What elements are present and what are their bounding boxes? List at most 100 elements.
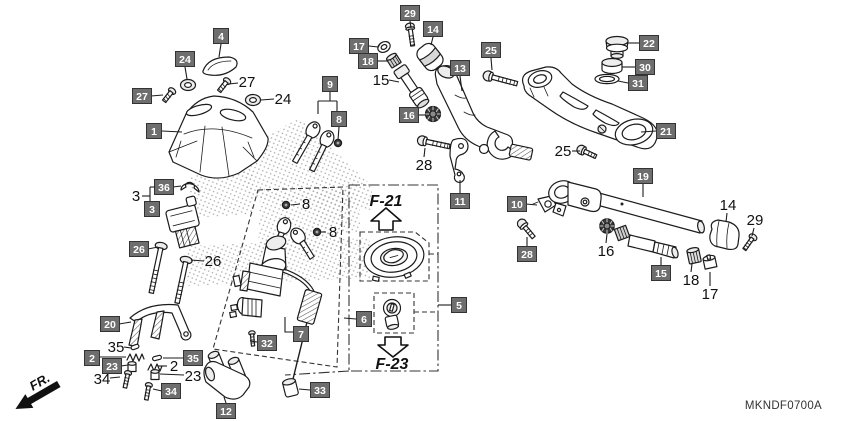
callout-16-box[interactable]: 16	[399, 107, 426, 123]
callout-8-box[interactable]: 8	[331, 111, 347, 141]
callout-11-box[interactable]: 11	[450, 180, 470, 209]
svg-text:6: 6	[361, 314, 367, 326]
callout-9-box[interactable]: 9	[317, 76, 338, 115]
callout-18-plain[interactable]: 18	[683, 263, 700, 289]
callout-34-plain[interactable]: 34	[94, 371, 121, 388]
callout-24-plain[interactable]: 24	[260, 91, 291, 108]
svg-text:23: 23	[106, 361, 118, 373]
leader-line	[343, 317, 357, 320]
svg-text:15: 15	[373, 72, 390, 89]
svg-text:10: 10	[511, 199, 523, 211]
callout-25-plain[interactable]: 25	[555, 143, 580, 160]
svg-text:17: 17	[702, 286, 719, 303]
fig-ref-f23-label: F-23	[376, 356, 409, 373]
part-16-nut-top	[424, 105, 442, 123]
fig-ref-f21[interactable]: F-21	[370, 193, 403, 231]
leader-line	[525, 203, 538, 206]
svg-text:24: 24	[179, 54, 191, 66]
part-seat-lock-barrel	[382, 298, 402, 330]
svg-text:16: 16	[403, 110, 415, 122]
callout-17-box[interactable]: 17	[349, 38, 379, 54]
callout-26-plain[interactable]: 26	[190, 253, 221, 270]
callout-6-box[interactable]: 6	[343, 311, 372, 327]
callout-14-plain[interactable]: 14	[720, 197, 737, 223]
callout-8-plain[interactable]: 8	[290, 196, 310, 213]
leader-line	[337, 126, 340, 141]
leader-line	[161, 130, 183, 133]
part-key-d	[290, 227, 315, 260]
leader-line	[430, 36, 434, 46]
part-8-grommets	[281, 138, 343, 237]
callout-25-box[interactable]: 25	[481, 42, 501, 71]
part-16-nut-right	[599, 218, 615, 234]
callout-12-box[interactable]: 12	[216, 396, 236, 419]
callout-27-plain[interactable]: 27	[228, 74, 255, 91]
down-arrow-icon	[377, 336, 409, 358]
part-art	[122, 22, 758, 401]
callout-33-box[interactable]: 33	[298, 382, 330, 398]
callout-23-plain[interactable]: 23	[159, 368, 202, 385]
callout-15-plain[interactable]: 15	[373, 72, 400, 89]
part-fuel-cap	[363, 236, 425, 282]
callout-1-box[interactable]: 1	[146, 123, 183, 139]
callout-35-box[interactable]: 35	[163, 350, 203, 366]
callout-32-box[interactable]: 32	[249, 335, 277, 351]
callout-14-box[interactable]: 14	[423, 21, 443, 46]
callout-24-box[interactable]: 24	[175, 51, 195, 80]
callout-3-box[interactable]: 3	[144, 201, 160, 217]
callout-34-box[interactable]: 34	[152, 383, 181, 399]
callout-15-box[interactable]: 15	[651, 257, 671, 281]
leader-line	[159, 373, 185, 376]
callout-4-box[interactable]: 4	[213, 28, 229, 58]
callout-10-box[interactable]: 10	[507, 196, 538, 212]
leader-line	[284, 317, 294, 333]
svg-text:23: 23	[185, 368, 202, 385]
part-36-clamp	[180, 181, 200, 193]
front-marker: FR.	[15, 370, 61, 409]
callout-22-box[interactable]: 22	[628, 35, 659, 51]
svg-text:34: 34	[165, 386, 177, 398]
callout-27-box[interactable]: 27	[132, 88, 164, 104]
callout-31-box[interactable]: 31	[617, 75, 648, 91]
svg-text:17: 17	[353, 41, 365, 53]
leader-line	[751, 227, 755, 237]
callout-20-box[interactable]: 20	[100, 316, 132, 332]
svg-text:28: 28	[521, 249, 533, 261]
callout-2-plain[interactable]: 2	[158, 358, 178, 375]
callout-13-box[interactable]: 13	[450, 60, 470, 92]
svg-text:16: 16	[598, 243, 615, 260]
svg-text:8: 8	[329, 224, 337, 241]
callout-30-box[interactable]: 30	[622, 59, 655, 75]
callout-28-box[interactable]: 28	[517, 237, 537, 262]
callout-28-plain[interactable]: 28	[416, 147, 433, 174]
callout-29-box[interactable]: 29	[400, 5, 420, 29]
callout-36-box[interactable]: 36	[154, 179, 182, 195]
callout-17-plain[interactable]: 17	[702, 272, 719, 303]
callout-26-box[interactable]: 26	[129, 241, 159, 257]
callout-23-box[interactable]: 23	[102, 358, 129, 374]
svg-text:3: 3	[149, 204, 155, 216]
callout-7-box[interactable]: 7	[284, 317, 309, 342]
callout-21-box[interactable]: 21	[640, 123, 676, 139]
leader-line	[617, 80, 629, 84]
part-14-weight-right	[709, 219, 740, 251]
callout-35-plain[interactable]: 35	[108, 339, 132, 356]
fr-arrow-icon	[15, 380, 61, 409]
svg-text:30: 30	[639, 62, 651, 74]
callout-2-box[interactable]: 2	[84, 350, 127, 366]
callout-19-box[interactable]: 19	[633, 168, 653, 198]
svg-text:18: 18	[683, 272, 700, 289]
callout-16-plain[interactable]: 16	[598, 233, 615, 260]
callout-29-plain[interactable]: 29	[747, 212, 764, 237]
svg-text:4: 4	[218, 31, 224, 43]
callout-8-plain[interactable]: 8	[321, 224, 337, 241]
callout-18-box[interactable]: 18	[358, 53, 389, 69]
svg-text:12: 12	[220, 406, 232, 418]
callout-5-box[interactable]: 5	[438, 297, 467, 313]
fig-ref-f23[interactable]: F-23	[376, 336, 409, 373]
leader-line	[228, 82, 239, 85]
leader-line	[459, 75, 463, 92]
part-23-collar-a	[127, 361, 137, 373]
fig-ref-f21-label: F-21	[370, 193, 403, 210]
leader-line	[120, 364, 129, 367]
